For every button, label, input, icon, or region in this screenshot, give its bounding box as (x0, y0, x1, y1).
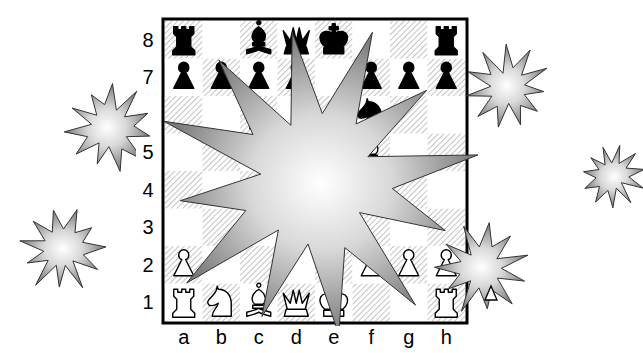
board-square (390, 21, 428, 59)
piece-shape (249, 62, 269, 88)
piece-shape (208, 286, 232, 316)
piece-shape (247, 21, 271, 54)
rank-number: 4 (136, 179, 160, 201)
explosion-burst (164, 32, 478, 334)
board-square (203, 284, 241, 322)
piece-shape (174, 62, 194, 88)
explosion-burst (434, 223, 528, 312)
chess-piece (247, 21, 271, 54)
explosion-burst (20, 210, 106, 288)
board-square (165, 209, 203, 247)
chess-piece (283, 290, 309, 316)
rank-number: 5 (136, 141, 160, 163)
chess-piece (399, 250, 419, 276)
piece-shape (399, 250, 419, 276)
piece-shape (399, 62, 419, 88)
file-letter: h (434, 326, 458, 348)
board-square (428, 96, 466, 134)
file-letter: b (209, 326, 233, 348)
chess-piece (436, 62, 456, 88)
board-square (203, 21, 241, 59)
board-square (428, 59, 466, 97)
board-square (428, 284, 466, 322)
piece-shape (174, 250, 194, 276)
board-square (240, 21, 278, 59)
rank-number: 8 (136, 29, 160, 51)
chess-piece (208, 286, 232, 316)
chess-piece (435, 27, 457, 55)
rank-number: 3 (136, 216, 160, 238)
file-letter: g (397, 326, 421, 348)
file-letter: e (322, 326, 346, 348)
chess-piece (249, 62, 269, 88)
chess-piece (399, 62, 419, 88)
piece-shape (173, 289, 195, 317)
board-square (353, 284, 391, 322)
explosion-burst (466, 44, 547, 127)
board-square (165, 59, 203, 97)
board-square (428, 171, 466, 209)
piece-shape (320, 24, 348, 54)
chess-piece (174, 62, 194, 88)
piece-shape (283, 290, 309, 316)
chess-piece (435, 289, 457, 317)
board-square (165, 21, 203, 59)
board-square (428, 21, 466, 59)
rank-number: 7 (136, 66, 160, 88)
explosion-burst (584, 146, 643, 208)
chess-piece (173, 289, 195, 317)
file-letter: c (247, 326, 271, 348)
board-square (315, 21, 353, 59)
piece-shape (436, 62, 456, 88)
rank-number: 2 (136, 254, 160, 276)
board-square (165, 284, 203, 322)
chess-piece (173, 27, 195, 55)
explosion-bursts (20, 32, 643, 334)
chess-piece (174, 250, 194, 276)
board-square (390, 59, 428, 97)
rank-number: 1 (136, 291, 160, 313)
side-to-move-marker (485, 286, 497, 300)
file-letter: d (284, 326, 308, 348)
piece-shape (173, 27, 195, 55)
piece-shape (435, 289, 457, 317)
piece-shape (435, 27, 457, 55)
file-letter: f (359, 326, 383, 348)
chess-piece (320, 24, 348, 54)
board-square (278, 284, 316, 322)
file-letter: a (172, 326, 196, 348)
board-square (165, 246, 203, 284)
